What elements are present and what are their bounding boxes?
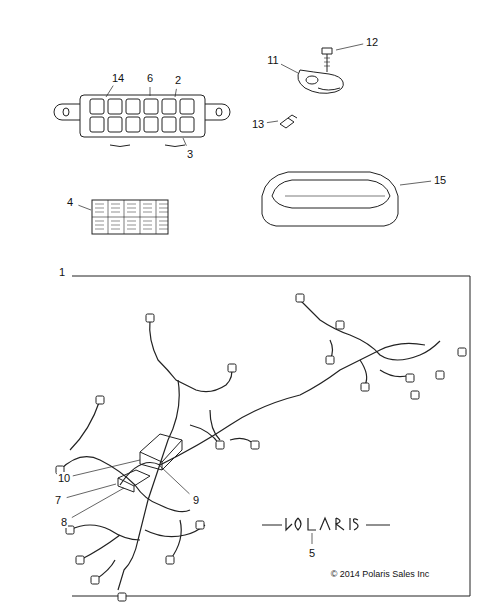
leader-line — [175, 89, 176, 97]
leader-line — [400, 181, 431, 185]
leader-line — [336, 44, 363, 50]
fuse-decal — [92, 200, 168, 234]
leader-line — [312, 533, 313, 544]
relay — [126, 99, 140, 114]
relay — [144, 117, 158, 132]
relay — [180, 117, 194, 132]
relay — [162, 99, 176, 114]
ring-terminal — [298, 70, 343, 93]
callout-number: 15 — [433, 174, 447, 186]
callout-number: 10 — [57, 472, 71, 484]
callout-number: 6 — [146, 72, 154, 84]
clip — [280, 115, 297, 128]
leader-line — [73, 460, 140, 476]
callout-number: 8 — [60, 516, 68, 528]
relay — [144, 99, 158, 114]
leader-line — [183, 138, 186, 146]
copyright-note: © 2014 Polaris Sales Inc — [330, 568, 431, 580]
callout-number: 9 — [192, 494, 200, 506]
callout-number: 4 — [66, 196, 74, 208]
leader-line — [67, 484, 116, 498]
leader-line — [150, 87, 151, 96]
cover — [262, 172, 398, 226]
leader-line — [267, 121, 278, 123]
connector-plugs — [56, 294, 466, 601]
relay — [108, 99, 122, 114]
callout-number: 2 — [174, 74, 182, 86]
leader-line — [281, 64, 298, 73]
callout-number: 7 — [54, 494, 62, 506]
callout-number: 13 — [251, 118, 265, 130]
wiring-harness — [60, 300, 440, 590]
callout-number: 1 — [58, 266, 66, 278]
relay — [126, 117, 140, 132]
bolt — [322, 48, 332, 72]
fuse-box — [54, 95, 230, 147]
relay — [180, 99, 194, 114]
leader-line — [72, 488, 124, 518]
logo-decal — [262, 518, 390, 530]
callout-number: 11 — [266, 54, 279, 66]
leader-line — [160, 466, 189, 494]
relay — [108, 117, 122, 132]
leader-line — [106, 86, 113, 97]
harness-frame — [72, 276, 470, 596]
callout-number: 12 — [365, 36, 379, 48]
relay — [90, 117, 104, 132]
callout-number: 14 — [111, 72, 125, 84]
callout-number: 5 — [308, 547, 316, 559]
leader-line — [78, 205, 91, 210]
relay — [162, 117, 176, 132]
relay — [90, 99, 104, 114]
callout-number: 3 — [186, 148, 194, 160]
